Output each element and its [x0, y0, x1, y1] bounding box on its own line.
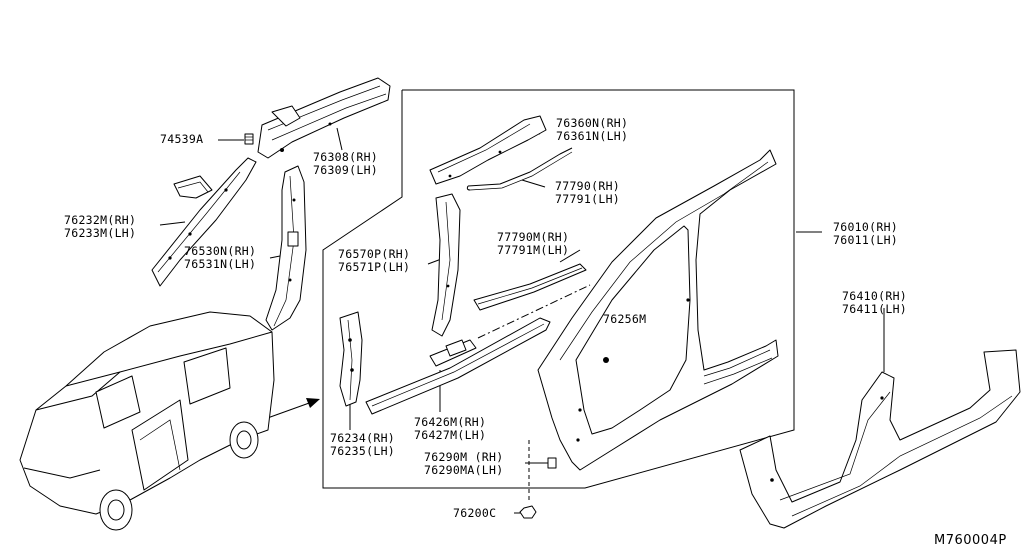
pillar-reinforcement-part	[431, 193, 461, 337]
label-76290m: 76290M (RH) 76290MA(LH)	[424, 450, 504, 477]
label-76570p: 76570P(RH) 76571P(LH)	[338, 247, 411, 274]
nut-icon	[519, 505, 537, 519]
label-76426m: 76426M(RH) 76427M(LH)	[414, 415, 487, 442]
body-side-outer-part	[537, 149, 779, 471]
center-pillar-part	[265, 165, 307, 331]
label-76200c: 76200C	[453, 506, 497, 520]
weatherstrip-part	[466, 147, 573, 191]
label-76256m: 76256M	[603, 312, 647, 326]
roof-rail-part	[257, 77, 391, 159]
lower-front-pillar-part	[339, 311, 363, 407]
label-76232m: 76232M(RH) 76233M(LH)	[64, 213, 137, 240]
label-76530n: 76530N(RH) 76531N(LH)	[184, 244, 257, 271]
bolt-icon	[244, 133, 254, 145]
bracket-part	[473, 263, 587, 311]
assembly-frame	[322, 89, 795, 489]
label-76410: 76410(RH) 76411(LH)	[842, 289, 908, 316]
front-pillar-part	[151, 157, 257, 287]
inner-sill-part	[365, 317, 551, 415]
diagram-id-code: M760004P	[934, 533, 1007, 548]
label-76010: 76010(RH) 76011(LH)	[833, 220, 899, 247]
label-76360n: 76360N(RH) 76361N(LH)	[556, 116, 629, 143]
label-74539a: 74539A	[160, 132, 204, 146]
vehicle-illustration	[19, 311, 275, 531]
outer-sill-part	[739, 349, 1021, 529]
inner-roof-rail-part	[429, 115, 547, 185]
small-bracket-part	[547, 457, 557, 469]
label-77790: 77790(RH) 77791(LH)	[555, 179, 621, 206]
label-77790m: 77790M(RH) 77791M(LH)	[497, 230, 570, 257]
label-76234: 76234(RH) 76235(LH)	[330, 431, 396, 458]
label-76308: 76308(RH) 76309(LH)	[313, 150, 379, 177]
arrow-icon	[261, 398, 320, 421]
